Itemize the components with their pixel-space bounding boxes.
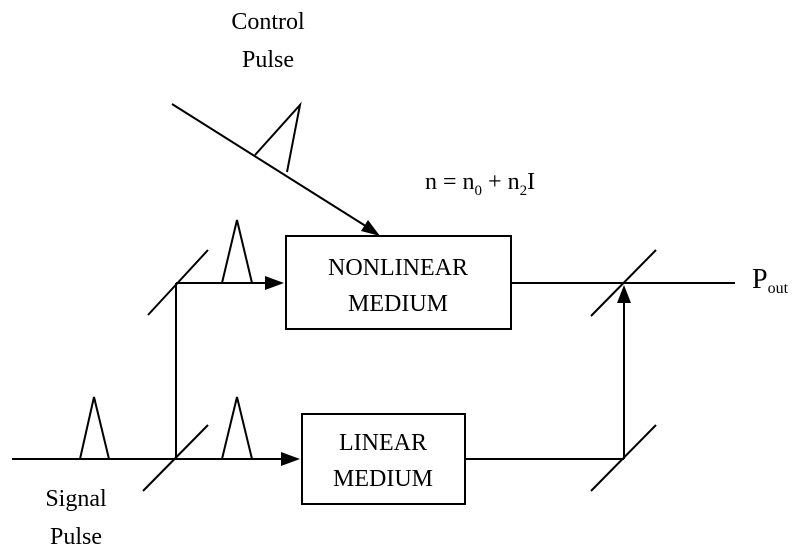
control-beam [171,103,373,231]
control-pulse-label-line1: Control [231,9,305,35]
refractive-index-equation: n = n0 + n2I [425,169,535,199]
upper-arm-arrowhead [265,276,284,290]
recombine-arrowhead [617,285,631,303]
upper-arm-pulse-shape [221,219,253,284]
lower-arm-pulse-shape [221,396,253,460]
control-beam-arrowhead [361,220,380,236]
nonlinear-medium-label-line2: MEDIUM [348,291,448,317]
output-beam-splitter [590,249,657,317]
lower-arm-arrowhead [281,452,300,466]
control-pulse-shape [254,101,302,173]
linear-medium-box [301,413,466,505]
nonlinear-medium-box [285,235,512,330]
linear-medium-label-line1: LINEAR [339,430,427,456]
linear-medium-label-line2: MEDIUM [333,466,433,492]
signal-pulse-label-line2: Pulse [50,524,102,550]
control-pulse-label-line2: Pulse [242,47,294,73]
signal-pulse-label-line1: Signal [45,486,107,512]
signal-pulse-shape [79,396,110,460]
nonlinear-medium-label-line1: NONLINEAR [328,255,468,281]
output-power-label: Pout [752,264,789,297]
